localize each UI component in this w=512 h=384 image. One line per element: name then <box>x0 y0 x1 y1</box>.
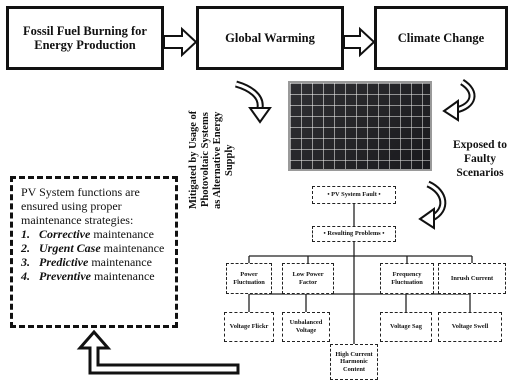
fault-tree-lines <box>248 204 473 344</box>
maintenance-item: 1. Corrective maintenance <box>21 227 154 241</box>
solar-panel-image <box>288 81 432 171</box>
maintenance-item: 2. Urgent Case maintenance <box>21 241 165 255</box>
voltage-sag-box: Voltage Sag <box>380 312 432 342</box>
global-warming-box: Global Warming <box>196 6 344 70</box>
maintenance-item: 3. Predictive maintenance <box>21 255 152 269</box>
climate-change-box: Climate Change <box>374 6 508 70</box>
maintenance-item: 4. Preventive maintenance <box>21 269 155 283</box>
mitigation-label: Mitigated by Usage of Photovoltaic Syste… <box>188 110 235 210</box>
power-fluctuation-box: Power Fluctuation <box>226 263 272 294</box>
pv-system-fault-box: • PV System Fault • <box>312 186 396 204</box>
frequency-fluctuation-box: Frequency Fluctuation <box>380 263 434 294</box>
arrow-fossil-to-warming <box>163 26 198 58</box>
exposed-label: Exposed to Faulty Scenarios <box>453 139 507 179</box>
fossil-fuel-box: Fossil Fuel Burning for Energy Productio… <box>6 6 164 70</box>
high-current-harmonic-box: High Current Harmonic Content <box>330 344 378 380</box>
unbalanced-voltage-box: Unbalanced Voltage <box>282 312 330 342</box>
maintenance-intro: PV System functions are ensured using pr… <box>21 185 140 227</box>
maintenance-box: PV System functions are ensured using pr… <box>10 176 178 328</box>
inrush-current-box: Inrush Current <box>438 263 506 294</box>
voltage-flickr-box: Voltage Flickr <box>224 312 274 342</box>
resulting-problems-box: • Resulting Problems • <box>312 226 396 242</box>
maintenance-list: 1. Corrective maintenance 2. Urgent Case… <box>21 227 167 283</box>
arrow-back-to-maintenance <box>76 329 240 375</box>
arrow-warming-to-climate <box>343 26 376 58</box>
low-power-factor-box: Low Power Factor <box>282 263 334 294</box>
voltage-swell-box: Voltage Swell <box>438 312 502 342</box>
